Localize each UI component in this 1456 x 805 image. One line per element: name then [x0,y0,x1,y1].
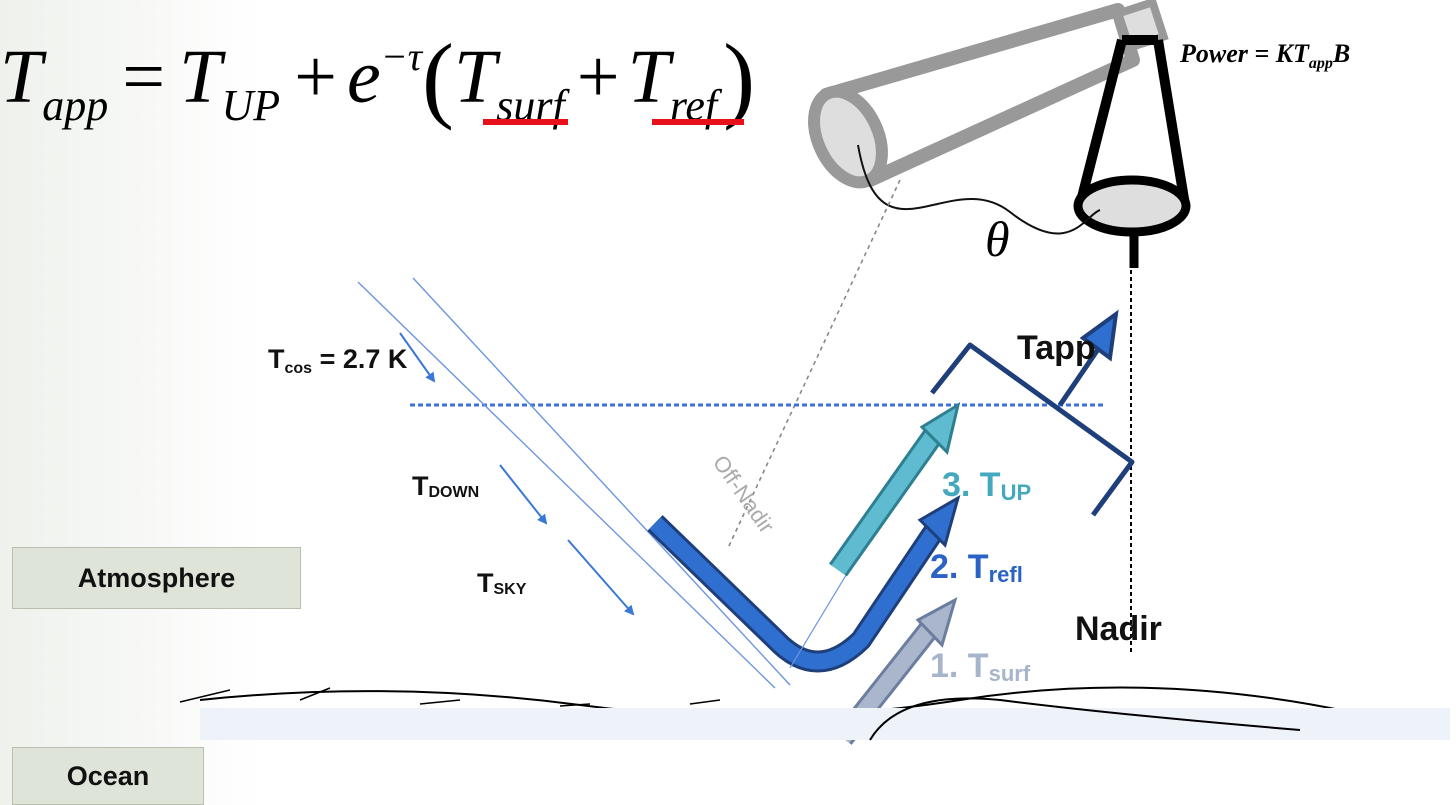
off-nadir-label: Off-Nadir [708,451,779,538]
nadir-radiometer-icon [1073,35,1191,268]
t-app-arrow [1057,340,1106,407]
t-refl-label: 2. Trefl [930,548,1023,587]
t-cos-label: Tcos = 2.7 K [268,344,408,377]
refl-arrowhead [917,494,961,548]
t-up-label: 3. TUP [942,466,1031,505]
atmosphere-label: Atmosphere [12,547,301,609]
t-sky-arrow [567,539,635,616]
incoming-ray-1 [412,277,791,686]
t-app-label: Tapp [1017,329,1096,367]
theta-label: θ [985,211,1010,267]
ocean-shading [200,708,1450,740]
ocean-label: Ocean [12,747,204,805]
nadir-label: Nadir [1075,610,1162,648]
cable [857,144,1101,235]
t-app-arrowhead [1079,309,1119,362]
main-equation: Tapp=TUP+e−τ(Tsurf+Tref) [0,24,755,131]
t-up-arrowhead [919,401,961,455]
t-surf-arrowhead [915,596,958,648]
off-nadir-line [727,179,901,549]
power-equation: Power = KTappB [1179,39,1350,72]
t-down-label: TDOWN [412,471,479,501]
wavefront-bracket [930,342,1135,517]
t-down-arrow [499,464,548,525]
t-surf-label: 1. Tsurf [930,647,1031,686]
t-cos-arrow [399,332,436,383]
t-sky-label: TSKY [477,568,527,598]
incoming-ray-2 [357,281,776,689]
